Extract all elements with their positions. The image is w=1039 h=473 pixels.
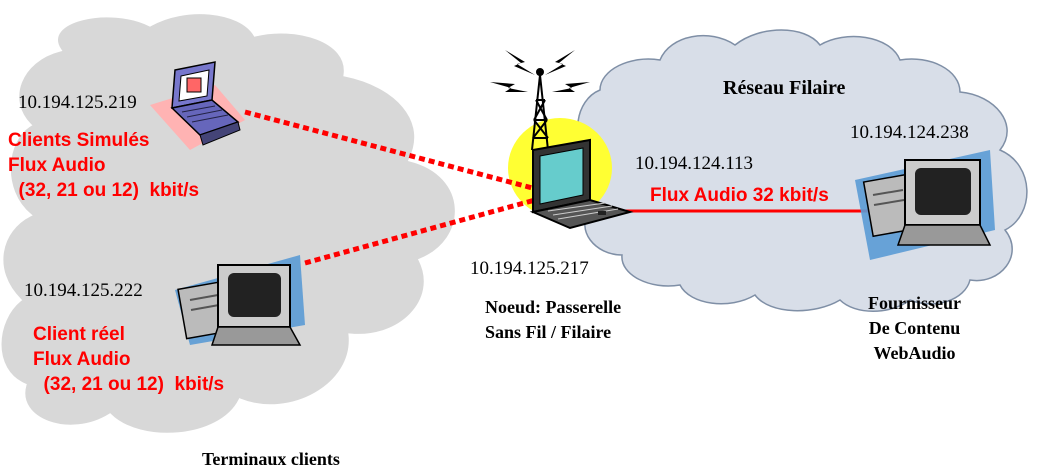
real-client-label: Client réel Flux Audio (32, 21 ou 12) kb… — [33, 322, 224, 397]
server-ip: 10.194.124.238 — [850, 122, 969, 143]
real-client-desktop-icon — [175, 255, 305, 346]
signal-bolt-icon — [490, 50, 590, 92]
real-client-ip: 10.194.125.222 — [24, 280, 143, 301]
gateway-wireless-ip: 10.194.125.217 — [470, 258, 589, 279]
gateway-label: Noeud: Passerelle Sans Fil / Filaire — [485, 295, 621, 345]
simulated-client-ip: 10.194.125.219 — [18, 92, 137, 113]
client-terminals-cloud — [0, 11, 458, 436]
simulated-client-laptop-icon — [150, 61, 245, 150]
real-client-line-3: (32, 21 ou 12) kbit/s — [33, 374, 225, 395]
server-line-1: Fournisseur — [868, 293, 962, 313]
clients-caption: Terminaux clients — [202, 449, 340, 469]
server-label: Fournisseur De Contenu WebAudio — [868, 291, 961, 366]
gateway-line-1: Noeud: Passerelle — [485, 297, 622, 317]
real-client-line-1: Client réel — [33, 324, 125, 345]
wired-network-title: Réseau Filaire — [723, 77, 846, 99]
gateway-wired-ip: 10.194.124.113 — [635, 153, 754, 174]
antenna-icon — [531, 68, 549, 151]
wired-flux-label: Flux Audio 32 kbit/s — [650, 185, 829, 206]
simulated-client-line-2: Flux Audio — [8, 155, 106, 176]
real-client-line-2: Flux Audio — [33, 349, 131, 370]
simulated-client-label: Clients Simulés Flux Audio (32, 21 ou 12… — [8, 128, 199, 203]
server-line-3: WebAudio — [873, 343, 956, 363]
server-line-2: De Contenu — [868, 318, 961, 338]
simulated-client-line-1: Clients Simulés — [8, 130, 150, 151]
gateway-line-2: Sans Fil / Filaire — [485, 322, 612, 342]
gateway-laptop-icon — [529, 138, 634, 230]
wireless-link-simulated — [244, 109, 541, 193]
simulated-client-line-3: (32, 21 ou 12) kbit/s — [8, 180, 200, 201]
server-desktop-icon — [855, 150, 995, 260]
